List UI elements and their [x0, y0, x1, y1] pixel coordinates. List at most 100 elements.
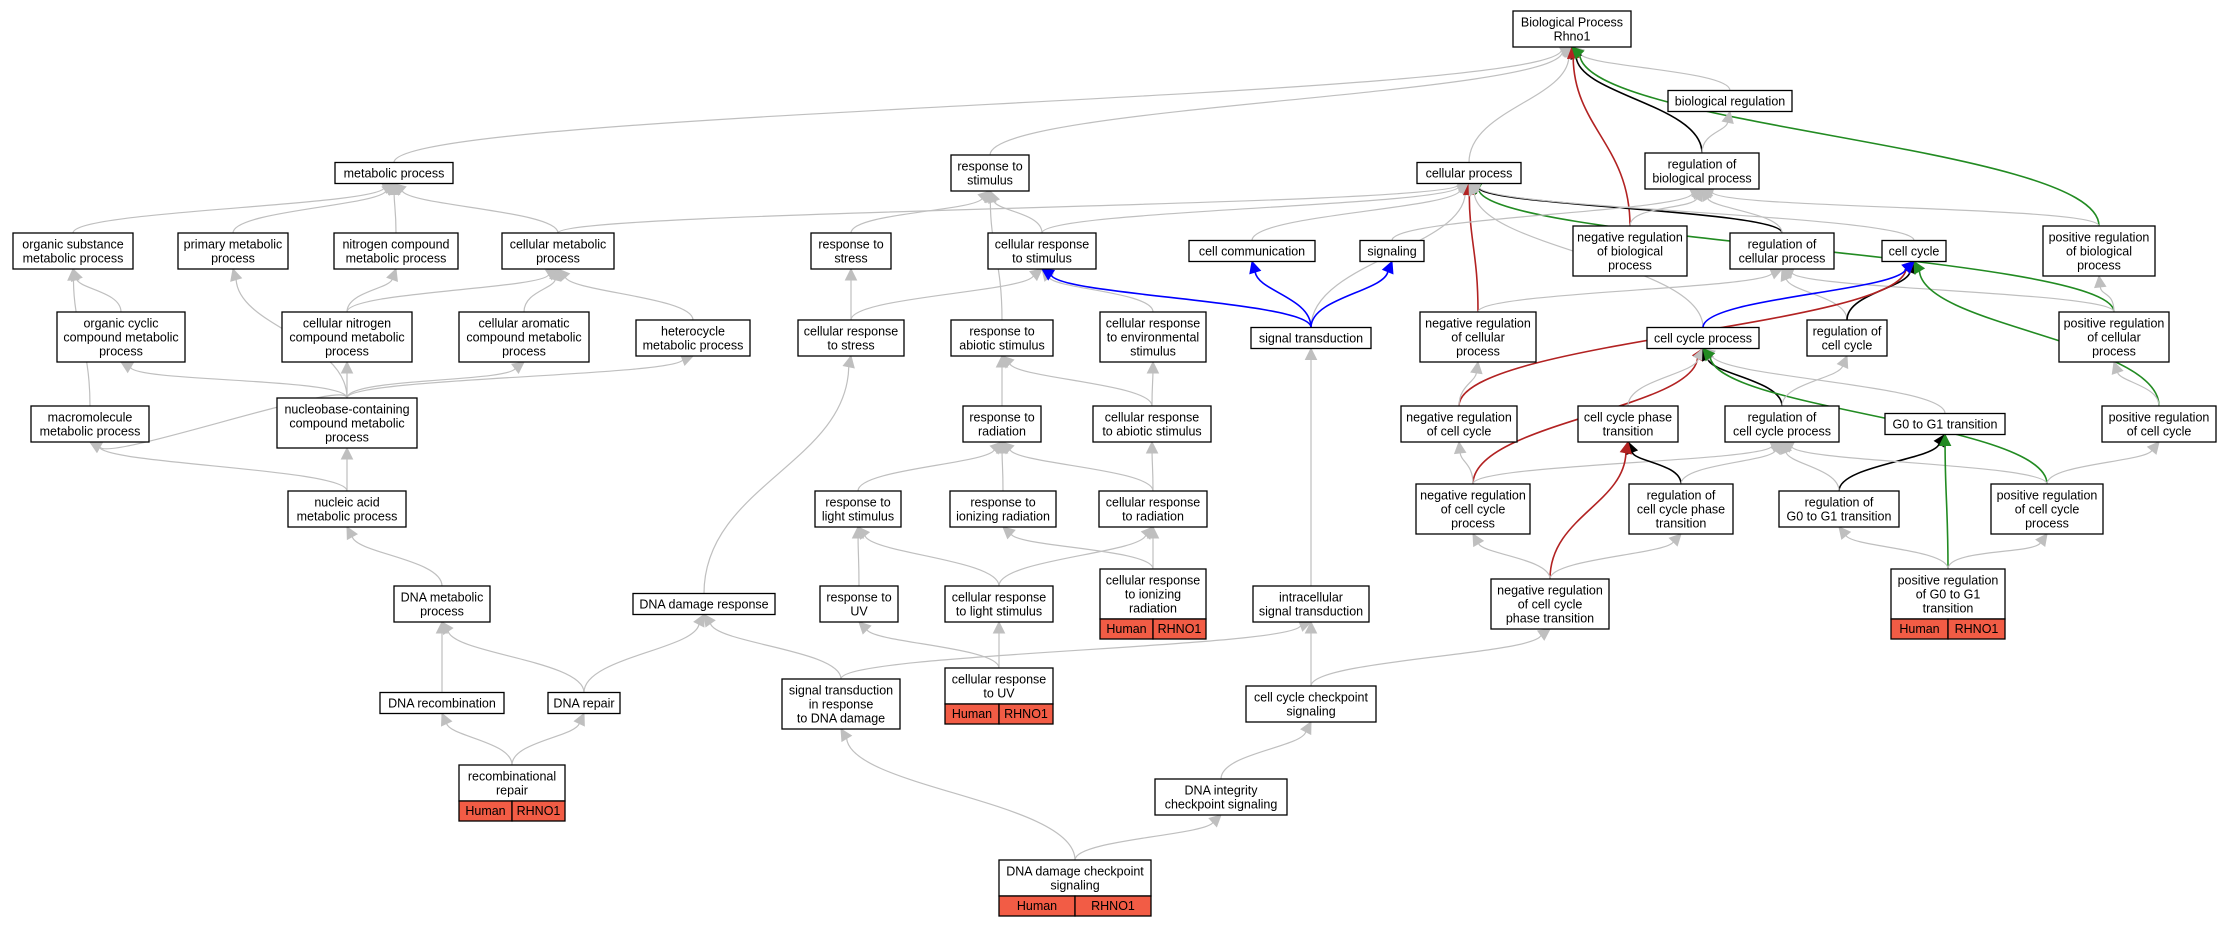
edge-arrowhead-102	[440, 712, 453, 727]
node-cell-communication[interactable]: cell communication	[1188, 239, 1316, 263]
node-biological-regulation[interactable]: biological regulation	[1667, 89, 1793, 113]
node-label-line: cell cycle phase	[1637, 503, 1725, 517]
edge-arrowhead-88	[1472, 533, 1485, 548]
edge-dna-repair-to-dna-metabolic-process	[447, 630, 585, 693]
node-box	[334, 161, 454, 185]
node-metabolic-process[interactable]: metabolic process	[334, 161, 454, 185]
node-box	[810, 232, 892, 270]
edge-response-to-stimulus-to-bp	[989, 52, 1563, 156]
node-dna-damage-response[interactable]: DNA damage response	[632, 592, 776, 616]
node-label-line: regulation of	[1668, 157, 1737, 171]
edge-arrowhead-50	[340, 360, 354, 374]
node-dna-recombination[interactable]: DNA recombination	[379, 691, 505, 715]
node-label-line: cellular response	[1106, 316, 1201, 330]
edge-cellular-response-to-radiation-to-response-to-radiation	[1009, 449, 1154, 492]
edge-cellular-process-to-bp	[1468, 57, 1570, 163]
node-label-line: process	[1608, 259, 1652, 273]
node-label-line: cellular response	[1106, 495, 1201, 509]
node-box	[393, 585, 491, 623]
node-g0-to-g1-transition[interactable]: G0 to G1 transition	[1884, 412, 2006, 436]
node-label-line: negative regulation	[1420, 488, 1526, 502]
node-box	[944, 667, 1054, 705]
node-signal-transduction[interactable]: signal transduction	[1250, 326, 1372, 350]
node-cell-cycle-process[interactable]: cell cycle process	[1646, 326, 1760, 350]
node-label-line: of cell cycle	[1427, 425, 1492, 439]
node-label-line: cellular response	[804, 324, 899, 338]
node-box	[1250, 326, 1372, 350]
node-dna-repair[interactable]: DNA repair	[547, 691, 621, 715]
node-label-line: to stress	[827, 339, 874, 353]
edge-regulation-of-cell-cycle-phase-transition-to-regulation-of-cell-cycle-process	[1680, 450, 1776, 485]
node-box	[635, 319, 751, 357]
node-label-line: macromolecule	[48, 410, 133, 424]
node-label-line: transition	[1656, 517, 1707, 531]
edge-regulation-of-biological-process-to-biological-regulation	[1701, 122, 1729, 154]
edge-regulation-of-biological-process-to-bp	[1575, 57, 1703, 154]
node-signaling[interactable]: signaling	[1359, 239, 1425, 263]
node-label-line: response to	[969, 410, 1034, 424]
annotation-gene-cell	[1947, 618, 2006, 640]
node-cellular-process[interactable]: cellular process	[1416, 161, 1522, 185]
edge-cellular-nitrogen-compound-metabolic-process-to-cellular-metabolic-process	[346, 274, 550, 313]
node-box	[1154, 778, 1288, 816]
node-label-line: positive regulation	[1997, 488, 2098, 502]
node-label-line: stimulus	[1130, 345, 1176, 359]
node-label-line: DNA damage response	[639, 598, 768, 612]
node-label-line: regulation of	[1805, 495, 1874, 509]
node-cell-cycle[interactable]: cell cycle	[1881, 239, 1947, 263]
node-box	[1667, 89, 1793, 113]
edge-arrowhead-55	[1001, 355, 1015, 369]
